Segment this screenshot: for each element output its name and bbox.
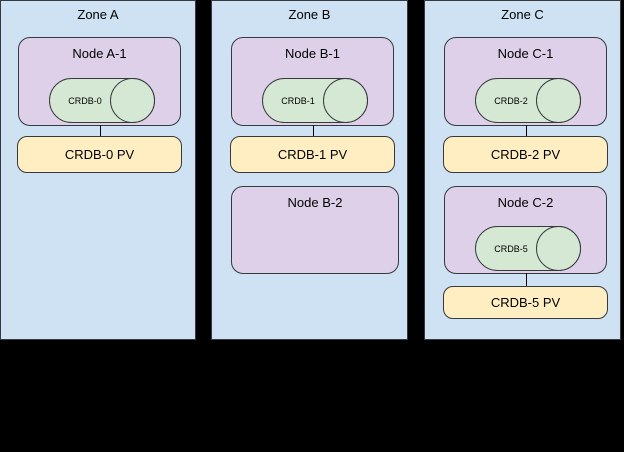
crdb-2-pv-label: CRDB-2 PV — [490, 147, 561, 162]
node-c-1-to-pv-connector — [526, 125, 527, 136]
crdb-1-pv-label: CRDB-1 PV — [277, 147, 348, 162]
node-c-2-to-pv-connector — [526, 273, 527, 286]
zone-b-panel[interactable]: Zone B Node B-1 CRDB-1 CRDB-1 PV Node B-… — [211, 0, 408, 340]
crdb-1-pv-box[interactable]: CRDB-1 PV — [230, 136, 395, 173]
node-a-1-to-pv-connector — [100, 125, 101, 136]
crdb-5-pv-box[interactable]: CRDB-5 PV — [443, 286, 608, 319]
zone-c-panel[interactable]: Zone C Node C-1 CRDB-2 CRDB-2 PV Node C-… — [424, 0, 621, 340]
node-a-1-box[interactable]: Node A-1 CRDB-0 — [18, 37, 181, 126]
cylinder-database-icon[interactable]: CRDB-0 — [49, 78, 155, 123]
node-b-2-title: Node B-2 — [287, 195, 343, 210]
zone-c-title: Zone C — [501, 7, 544, 22]
node-b-2-box[interactable]: Node B-2 — [231, 186, 399, 274]
crdb-2-pv-box[interactable]: CRDB-2 PV — [443, 136, 608, 173]
zone-a-title: Zone A — [77, 7, 119, 22]
node-c-2-title: Node C-2 — [497, 195, 554, 210]
node-b-1-box[interactable]: Node B-1 CRDB-1 — [231, 37, 394, 126]
crdb-0-pv-box[interactable]: CRDB-0 PV — [17, 136, 182, 173]
node-c-1-title: Node C-1 — [497, 46, 554, 61]
node-a-1-title: Node A-1 — [72, 46, 127, 61]
zone-a-panel[interactable]: Zone A Node A-1 CRDB-0 CRDB-0 PV — [0, 0, 196, 340]
node-c-1-box[interactable]: Node C-1 CRDB-2 — [444, 37, 607, 126]
node-b-1-to-pv-connector — [313, 125, 314, 136]
node-c-2-box[interactable]: Node C-2 CRDB-5 — [444, 186, 607, 274]
node-b-1-title: Node B-1 — [285, 46, 340, 61]
cylinder-database-icon[interactable]: CRDB-2 — [475, 78, 581, 123]
cylinder-database-icon[interactable]: CRDB-1 — [262, 78, 368, 123]
crdb-5-pv-label: CRDB-5 PV — [490, 295, 561, 310]
zone-b-title: Zone B — [288, 7, 331, 22]
cylinder-database-icon[interactable]: CRDB-5 — [475, 226, 581, 271]
crdb-0-pv-label: CRDB-0 PV — [64, 147, 135, 162]
